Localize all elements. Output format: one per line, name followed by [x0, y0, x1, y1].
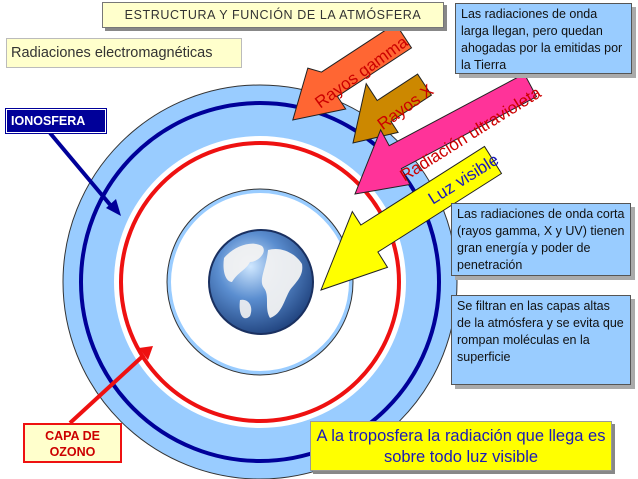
ozone-pointer-arrowhead: [139, 346, 153, 360]
diagram-title: ESTRUCTURA Y FUNCIÓN DE LA ATMÓSFERA: [102, 2, 444, 28]
radiation-arrows: [292, 22, 538, 291]
ozone-layer-label: CAPA DE OZONO: [23, 423, 122, 463]
earth-globe-icon: [202, 227, 320, 335]
ozone-pointer-line: [68, 353, 146, 425]
visible-light-arrow: [320, 145, 503, 291]
short-wave-note: Las radiaciones de onda corta (rayos gam…: [451, 203, 631, 276]
ozone-label-line-1: CAPA DE: [45, 429, 100, 443]
ionosphere-pointer-arrowhead: [106, 199, 121, 216]
long-wave-note: Las radiaciones de onda larga llegan, pe…: [455, 3, 632, 74]
ionosphere-ring: [79, 101, 441, 463]
conclusion-box: A la troposfera la radiación que llega e…: [310, 421, 612, 471]
subtitle: Radiaciones electromagnéticas: [6, 38, 242, 68]
ozone-label-line-2: OZONO: [49, 445, 96, 459]
ionosphere-label: IONOSFERA: [5, 108, 107, 134]
ozone-ring: [119, 141, 401, 423]
ultraviolet-arrow: [354, 73, 538, 195]
filtered-note: Se filtran en las capas altas de la atmó…: [451, 295, 631, 385]
ionosphere-pointer-line: [48, 131, 114, 209]
x-ray-arrow: [352, 73, 433, 144]
